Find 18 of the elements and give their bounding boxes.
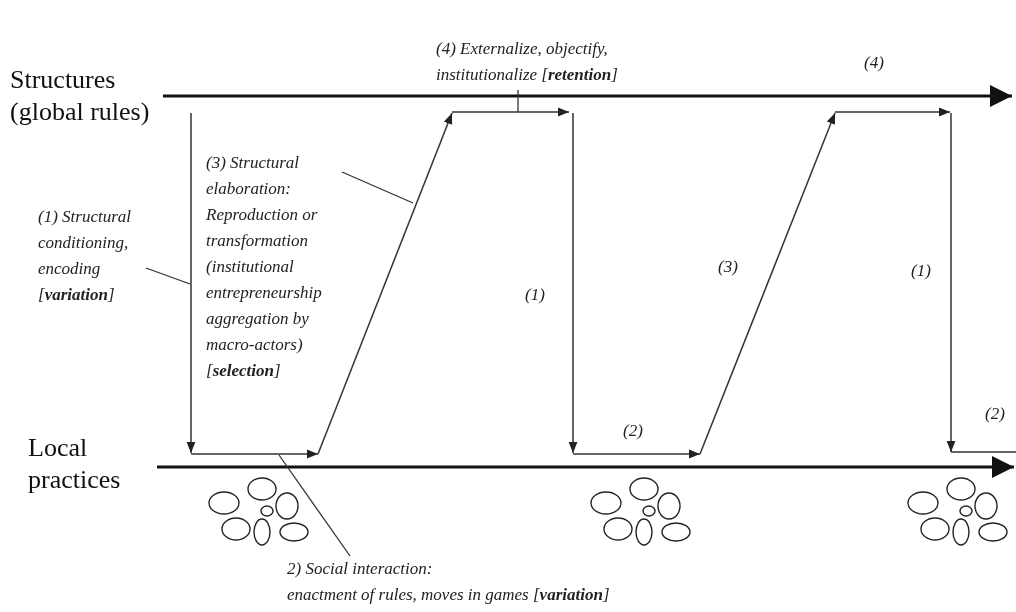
leader-line xyxy=(145,267,191,285)
step-number: (1) xyxy=(911,260,931,282)
step-number: (3) xyxy=(718,256,738,278)
callout-text: (4) Externalize, objectify, institutionalize [retention] xyxy=(436,38,619,86)
cycle-path-drawing xyxy=(186,107,1016,459)
callout-text: enactment of rules, moves in games [variation] xyxy=(287,584,611,606)
callout-text: 2) Social interaction: xyxy=(287,558,434,580)
leader-line xyxy=(517,89,519,113)
step-number: (2) xyxy=(623,420,643,442)
axis-label: Local practices xyxy=(28,432,122,496)
callout-text: (3) Structural elaboration: Reproduction or transformation (institutional entrepreneurship aggregation by macro-actors) [selection] xyxy=(206,152,323,382)
leader-line xyxy=(278,454,351,557)
step-number: (2) xyxy=(985,403,1005,425)
callout-text: (1) Structural conditioning, encoding [variation] xyxy=(38,206,133,306)
step-number: (1) xyxy=(525,284,545,306)
axis-label: Structures (global rules) xyxy=(10,64,151,128)
step-number: (4) xyxy=(864,52,884,74)
leader-line xyxy=(341,171,414,204)
